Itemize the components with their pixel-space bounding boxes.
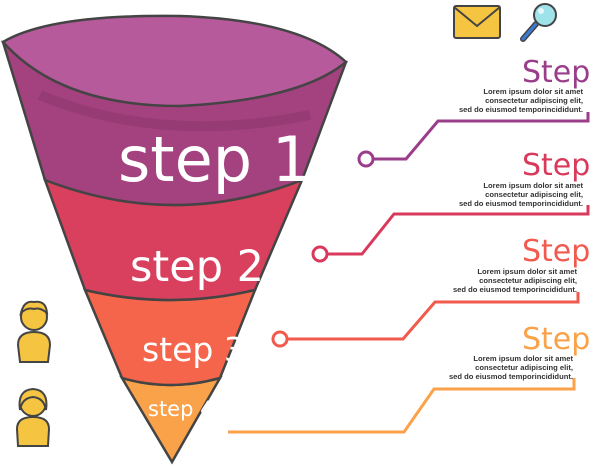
connector-line-1	[374, 112, 590, 161]
funnel-label-4: step 4	[148, 397, 213, 421]
callout-heading-4: Step 4	[522, 322, 610, 357]
connector-line-3	[288, 292, 580, 341]
person-icon	[16, 300, 52, 363]
callout-line: sed do eiusmod temporincididunt.	[459, 199, 583, 208]
envelope-icon	[453, 5, 501, 39]
callout-line: sed do eiusmod temporincididunt.	[453, 285, 577, 294]
connector-node-1	[357, 150, 375, 168]
callout-heading-2: Step 2	[522, 148, 610, 183]
funnel-label-2: step 2	[130, 242, 264, 292]
funnel-rim	[1, 14, 348, 108]
funnel-label-1: step 1	[118, 123, 311, 196]
connectors	[228, 112, 590, 434]
callout-line: consectetur adipiscing elit,	[479, 276, 577, 285]
connector-node-2	[311, 245, 329, 263]
callout-line: sed do eiusmod temporincididunt.	[459, 105, 583, 114]
funnel-label-3: step 3	[142, 330, 245, 369]
magnifier-icon	[520, 3, 557, 42]
callout-3: Step 3 Lorem ipsum dolor sit amet consec…	[453, 234, 610, 294]
callout-line: Lorem ipsum dolor sit amet	[473, 354, 573, 363]
connector-line-4	[228, 378, 576, 434]
callout-line: consectetur adipiscing elit,	[485, 190, 583, 199]
callout-line: sed do eiusmod temporincididunt.	[449, 372, 573, 381]
connector-node-3	[271, 330, 289, 348]
callout-line: Lorem ipsum dolor sit amet	[483, 87, 583, 96]
callout-line: Lorem ipsum dolor sit amet	[483, 181, 583, 190]
callout-line: consectetur adipiscing elit,	[485, 96, 583, 105]
callout-1: Step 1 Lorem ipsum dolor sit amet consec…	[459, 55, 610, 114]
callout-4: Step 4 Lorem ipsum dolor sit amet consec…	[449, 322, 610, 381]
callout-line: consectetur adipiscing elit,	[475, 363, 573, 372]
callout-heading-1: Step 1	[522, 55, 610, 90]
callout-line: Lorem ipsum dolor sit amet	[477, 267, 577, 276]
connector-line-2	[328, 205, 590, 256]
callout-2: Step 2 Lorem ipsum dolor sit amet consec…	[459, 148, 610, 208]
funnel: step 1 step 2 step 3 step 4	[1, 14, 348, 465]
callout-heading-3: Step 3	[522, 234, 610, 269]
person-icon	[15, 387, 51, 447]
